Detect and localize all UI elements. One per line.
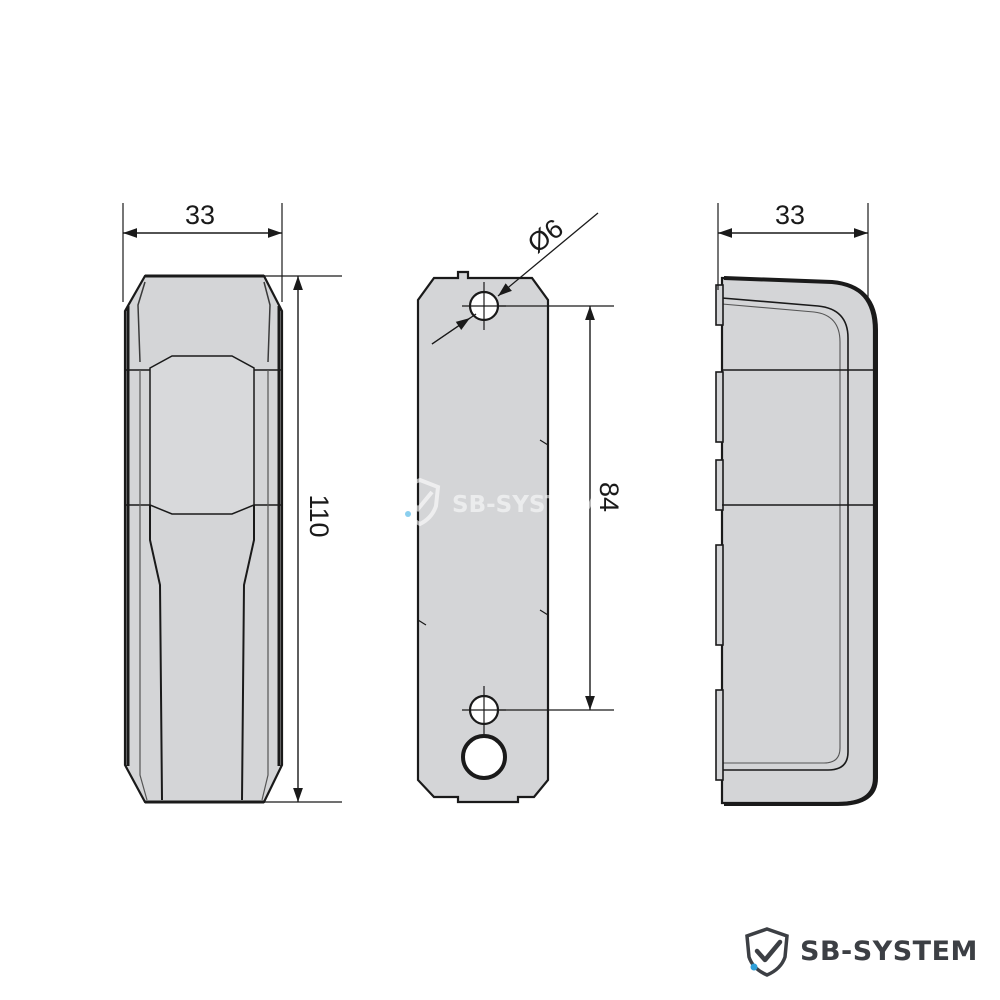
side-view bbox=[715, 276, 878, 806]
watermark: SB-SYSTEM bbox=[399, 477, 600, 527]
shield-check-icon bbox=[399, 477, 441, 527]
side-view-body bbox=[720, 276, 876, 805]
front-view bbox=[123, 274, 284, 804]
side-width-label: 33 bbox=[775, 200, 805, 230]
front-width-label: 33 bbox=[185, 200, 215, 230]
hole-spacing-label: 84 bbox=[594, 482, 624, 512]
side-width-dimension: 33 bbox=[717, 200, 869, 300]
cable-entry-hole bbox=[461, 734, 507, 780]
height-label: 110 bbox=[304, 494, 334, 537]
height-dimension: 110 bbox=[262, 275, 342, 803]
front-window bbox=[149, 355, 255, 515]
watermark-text: SB-SYSTEM bbox=[452, 492, 600, 518]
back-view bbox=[416, 270, 550, 804]
front-view-body bbox=[123, 274, 284, 804]
brand-logo: SB-SYSTEM bbox=[745, 927, 978, 977]
hole-diameter-label: Ø6 bbox=[522, 213, 569, 259]
front-width-dimension: 33 bbox=[122, 200, 283, 302]
brand-name: SB-SYSTEM bbox=[800, 936, 978, 967]
back-view-plate bbox=[416, 270, 550, 804]
hole-spacing-dimension: 84 bbox=[498, 305, 624, 711]
shield-check-icon bbox=[745, 927, 789, 977]
